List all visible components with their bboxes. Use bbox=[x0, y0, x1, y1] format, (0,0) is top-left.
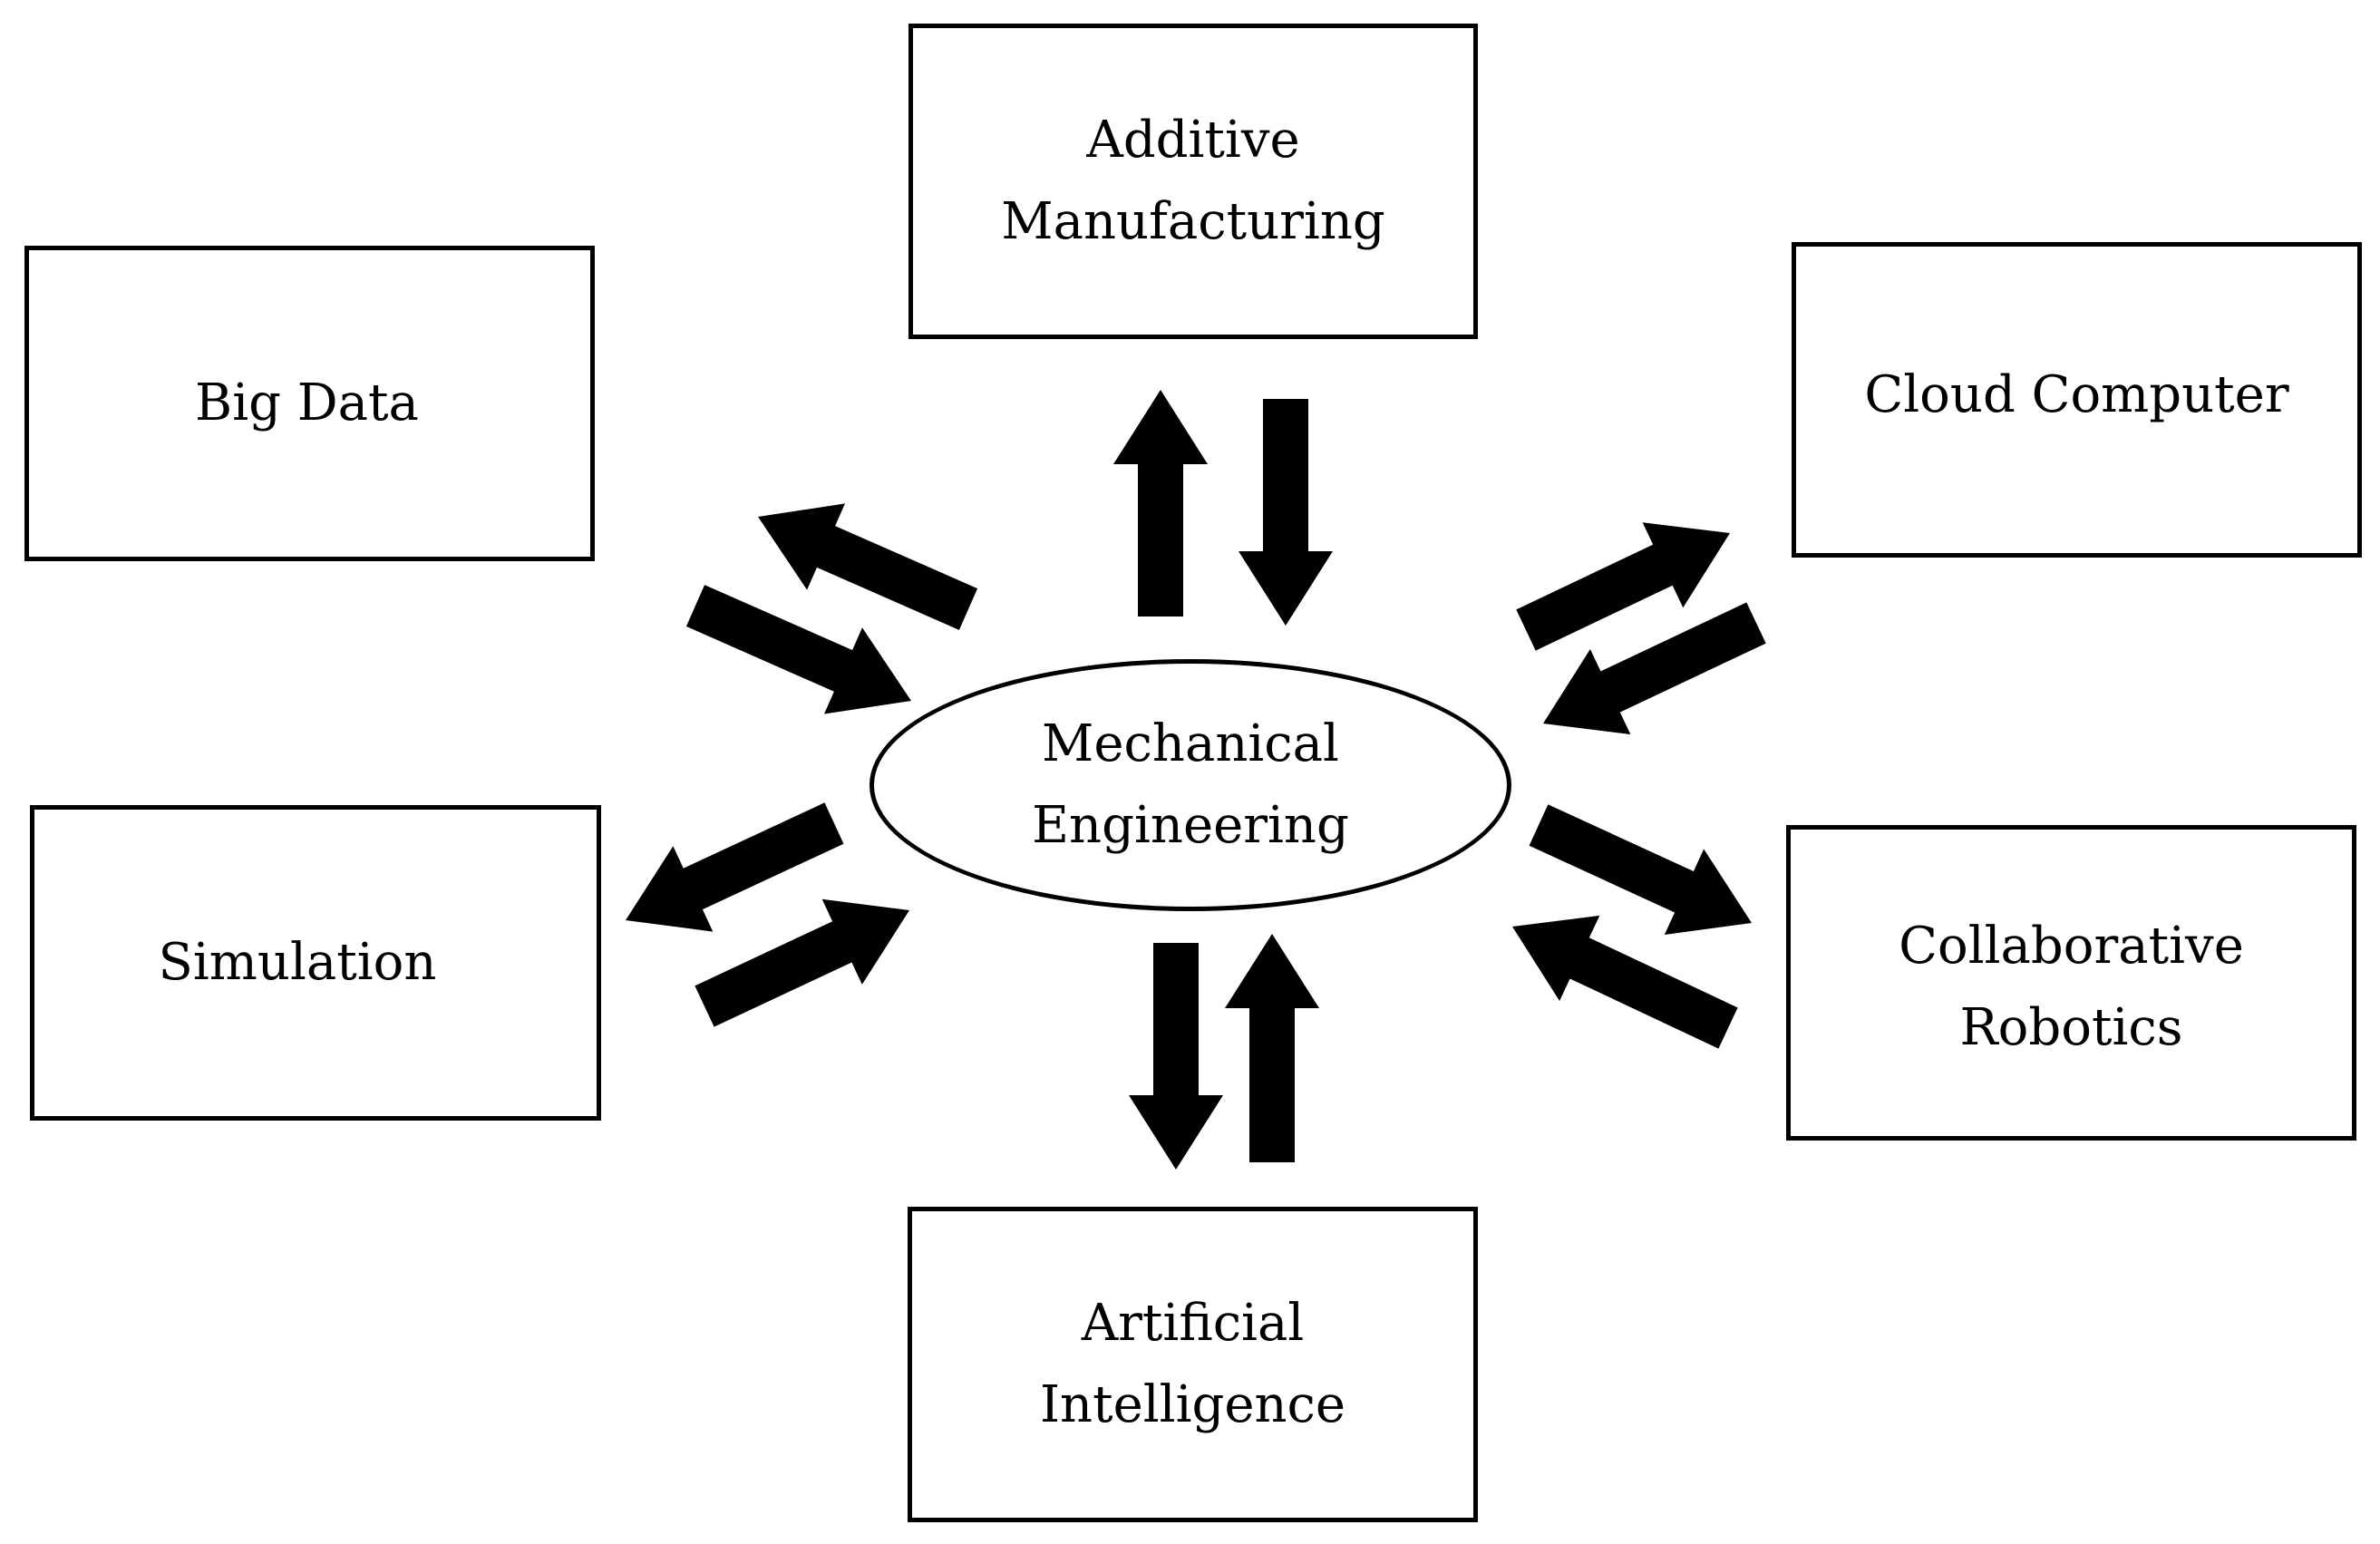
arrow-from-additive-manufacturing bbox=[1239, 399, 1333, 626]
node-additive-manufacturing: Additive Manufacturing bbox=[908, 24, 1478, 339]
arrow-from-simulation bbox=[695, 898, 909, 1027]
center-node-mechanical-engineering: Mechanical Engineering bbox=[869, 659, 1511, 911]
arrow-to-collaborative-robotics bbox=[1529, 804, 1752, 935]
arrow-to-cloud-computer bbox=[1516, 522, 1730, 651]
arrow-from-cloud-computer bbox=[1543, 602, 1766, 734]
node-label: Collaborative Robotics bbox=[1899, 917, 2244, 1057]
arrow-to-additive-manufacturing bbox=[1113, 390, 1208, 617]
node-label: Artificial Intelligence bbox=[1039, 1294, 1346, 1434]
node-artificial-intelligence: Artificial Intelligence bbox=[908, 1207, 1478, 1522]
arrow-to-simulation bbox=[626, 802, 844, 932]
node-cloud-computer: Cloud Computer bbox=[1792, 242, 2362, 558]
node-label: Additive Manufacturing bbox=[1001, 111, 1385, 251]
arrow-from-collaborative-robotics bbox=[1512, 915, 1738, 1049]
node-collaborative-robotics: Collaborative Robotics bbox=[1786, 825, 2356, 1141]
center-node-label: Mechanical Engineering bbox=[1032, 714, 1349, 855]
node-label: Cloud Computer bbox=[1864, 365, 2289, 424]
node-big-data: Big Data bbox=[24, 246, 595, 561]
arrow-to-artificial-intelligence bbox=[1129, 943, 1223, 1170]
arrow-to-big-data bbox=[758, 503, 978, 630]
arrow-from-big-data bbox=[685, 585, 911, 714]
node-simulation: Simulation bbox=[30, 805, 601, 1121]
node-label: Simulation bbox=[158, 933, 437, 992]
node-label: Big Data bbox=[195, 374, 419, 432]
arrow-from-artificial-intelligence bbox=[1225, 934, 1319, 1162]
